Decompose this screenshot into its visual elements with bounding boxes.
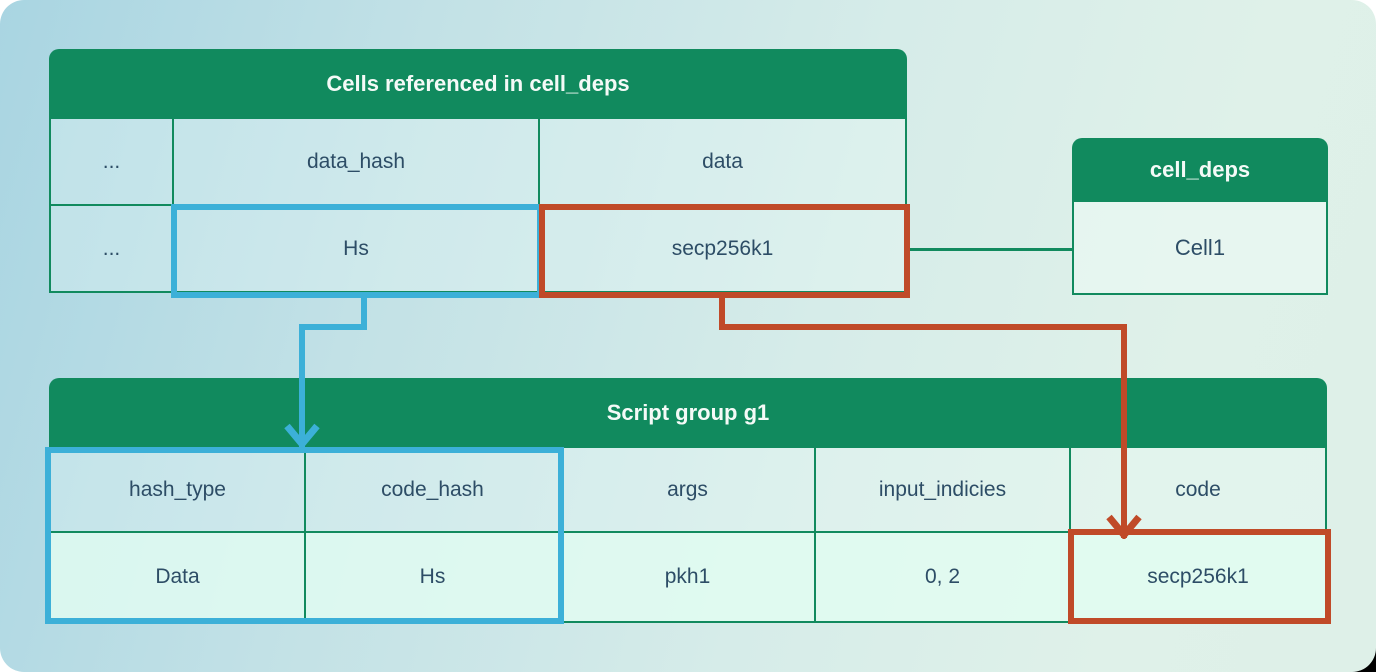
cells-header-ellipsis-cell: ... <box>51 119 174 206</box>
cells-row-ellipsis-cell: ... <box>51 206 174 293</box>
blue-arrow-segment-down <box>361 296 367 329</box>
cells-referenced-table-grid: ... data_hash data ... Hs secp256k1 <box>49 119 907 293</box>
highlight-box-secp256k1-source <box>539 204 910 298</box>
script-header-input-indicies-cell: input_indicies <box>816 448 1071 533</box>
cell-deps-table-title: cell_deps <box>1072 138 1328 202</box>
red-arrow-segment-down <box>719 296 725 329</box>
cells-header-data-cell: data <box>540 119 907 206</box>
cells-row-secp256k1-cell: secp256k1 <box>540 206 907 293</box>
highlight-box-hs-source <box>171 204 543 298</box>
cell-deps-cell1-cell: Cell1 <box>1072 202 1328 295</box>
red-arrowhead-icon <box>1106 514 1142 539</box>
script-header-args-cell: args <box>561 448 816 533</box>
script-row-hs-cell: Hs <box>306 533 561 623</box>
script-group-table-title: Script group g1 <box>49 378 1327 448</box>
script-row-indices-cell: 0, 2 <box>816 533 1071 623</box>
cells-row-hs-cell: Hs <box>174 206 540 293</box>
script-header-hash-type-cell: hash_type <box>51 448 306 533</box>
cells-referenced-table-title: Cells referenced in cell_deps <box>49 49 907 119</box>
blue-arrow-segment-across <box>299 324 367 330</box>
cell-deps-table: cell_deps Cell1 <box>1072 138 1328 295</box>
cells-header-data-hash-cell: data_hash <box>174 119 540 206</box>
cells-referenced-table: Cells referenced in cell_deps ... data_h… <box>49 49 907 293</box>
red-arrow-segment-across <box>719 324 1127 330</box>
script-group-table-grid: hash_type code_hash args input_indicies … <box>49 448 1327 623</box>
highlight-box-code-target <box>1068 529 1331 624</box>
red-arrow-segment-final <box>1121 324 1127 538</box>
green-connector-line <box>907 248 1072 251</box>
script-group-table: Script group g1 hash_type code_hash args… <box>49 378 1327 623</box>
script-row-pkh1-cell: pkh1 <box>561 533 816 623</box>
blue-arrowhead-icon <box>284 423 320 448</box>
highlight-box-hash-code-columns <box>45 447 564 624</box>
script-row-secp256k1-cell: secp256k1 <box>1071 533 1327 623</box>
blue-arrow-segment-final <box>299 324 305 447</box>
